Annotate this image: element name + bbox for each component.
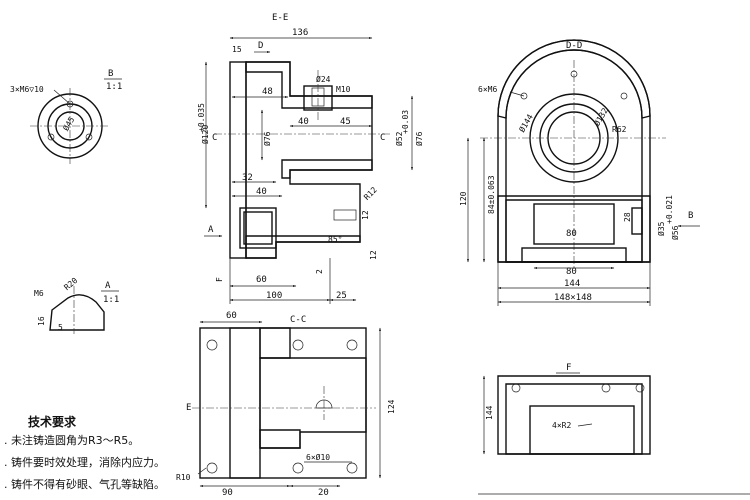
dim-25: 25 — [336, 291, 347, 301]
dim-60: 60 — [256, 275, 267, 285]
dim-m10: M10 — [336, 85, 351, 94]
dim-dia76r: Ø76 — [414, 131, 424, 146]
dim-2: 2 — [315, 269, 324, 274]
dim-r2: 4×R2 — [552, 421, 571, 430]
dim-28: 28 — [623, 212, 632, 222]
dim-5: 5 — [58, 323, 63, 332]
dim-40a: 40 — [298, 117, 309, 127]
dim-84: 84±0.063 — [487, 175, 496, 214]
dim-16: 16 — [37, 316, 46, 326]
detail-a-scale: 1:1 — [103, 295, 119, 305]
dim-dia24: Ø24 — [316, 74, 331, 84]
dim-144b: 144 — [485, 405, 494, 420]
dim-12a: 12 — [361, 210, 370, 220]
dim-r20: R20 — [62, 276, 79, 292]
section-marker-c-left: C — [212, 133, 217, 143]
dim-20: 20 — [318, 488, 329, 498]
dim-r12: R12 — [362, 185, 379, 202]
dim-45: 45 — [340, 117, 351, 127]
dim-15: 15 — [232, 45, 242, 54]
section-cc-view: C-C 60 E 124 R10 6×Ø10 90 20 — [176, 311, 396, 498]
dim-tol35: +0.021 — [665, 195, 674, 224]
dd-title: D-D — [566, 41, 582, 51]
dim-tol120: +0.035 — [197, 103, 206, 132]
dim-r10: R10 — [176, 473, 191, 482]
dim-60c: 60 — [226, 311, 237, 321]
dim-120: 120 — [459, 191, 468, 206]
dim-136: 136 — [292, 28, 308, 38]
detail-b-scale: 1:1 — [106, 82, 122, 92]
dim-dia76: Ø76 — [262, 131, 272, 146]
dim-dia120: Ø120 — [200, 125, 210, 144]
section-dd-view: D-D 6×M6 Ø144 Ø132 R62 120 84±0.063 28 8… — [459, 39, 700, 306]
dim-dia56: Ø56 — [670, 225, 680, 240]
dim-r62: R62 — [612, 125, 627, 134]
detail-a-label: A — [105, 281, 111, 291]
dim-144a: 144 — [564, 279, 580, 289]
dim-holes-b: 3×M6▽10 — [10, 85, 44, 94]
section-ee-view: E-E 136 15 D Ø24 M10 48 40 45 Ø120 +0.03… — [197, 13, 424, 304]
detail-a-view: A 1:1 M6 R20 16 5 — [34, 276, 119, 334]
section-marker-f-ee: F — [215, 277, 224, 282]
dim-40b: 40 — [256, 187, 267, 197]
notes-line3: . 铸件不得有砂眼、气孔等缺陷。 — [4, 477, 165, 491]
cc-title: C-C — [290, 315, 306, 325]
dim-m6: M6 — [34, 289, 44, 298]
dim-80a: 80 — [566, 229, 577, 239]
dim-124: 124 — [387, 399, 396, 414]
section-marker-e: E — [186, 403, 191, 413]
dim-dia52: Ø52 — [394, 131, 404, 146]
dim-holes-d: 6×M6 — [478, 85, 497, 94]
detail-b-label: B — [108, 69, 113, 79]
dim-32: 32 — [242, 173, 253, 183]
f-title: F — [566, 363, 571, 373]
notes-line2: . 铸件要时效处理，消除内应力。 — [4, 455, 165, 469]
dim-85deg: 85° — [328, 235, 342, 244]
section-marker-b: B — [688, 211, 693, 221]
dim-100: 100 — [266, 291, 282, 301]
technical-notes: 技术要求 . 未注铸造圆角为R3～R5。 . 铸件要时效处理，消除内应力。 . … — [4, 414, 165, 491]
dim-dia45: Ø45 — [61, 115, 77, 133]
ee-title: E-E — [272, 13, 288, 23]
section-marker-c-right: C — [380, 133, 385, 143]
dim-80b: 80 — [566, 267, 577, 277]
notes-heading: 技术要求 — [28, 414, 77, 429]
view-f: F 4×R2 144 — [478, 363, 750, 495]
detail-b-view: B 1:1 3×M6▽10 Ø45 — [10, 69, 122, 164]
dim-12b: 12 — [369, 250, 378, 260]
dim-dia35: Ø35 — [656, 221, 666, 236]
section-marker-d: D — [258, 41, 263, 51]
notes-line1: . 未注铸造圆角为R3～R5。 — [4, 433, 139, 447]
dim-90: 90 — [222, 488, 233, 498]
dim-holes-c: 6×Ø10 — [306, 452, 330, 462]
dim-148: 148×148 — [554, 293, 592, 303]
dim-48: 48 — [262, 87, 273, 97]
dim-tol52: +0.03 — [401, 110, 410, 134]
section-marker-a: A — [208, 225, 214, 235]
